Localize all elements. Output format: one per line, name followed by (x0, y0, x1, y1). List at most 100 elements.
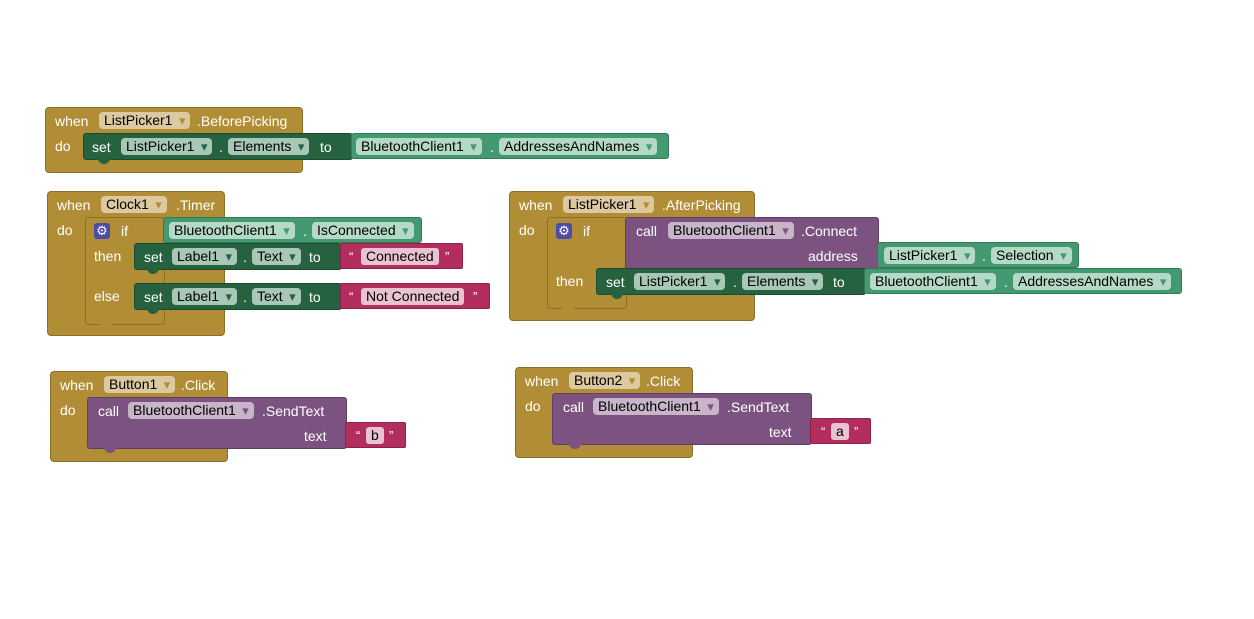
property-dropdown[interactable]: AddressesAndNames (1013, 273, 1172, 290)
set-keyword: set (144, 289, 163, 305)
component-dropdown[interactable]: Label1 (172, 288, 238, 305)
to-keyword: to (309, 289, 321, 305)
text-value[interactable]: Connected (361, 248, 439, 265)
component-getter-block[interactable]: BluetoothClient1 . AddressesAndNames (864, 268, 1182, 294)
component-dropdown[interactable]: BluetoothClient1 (870, 273, 996, 290)
component-dropdown[interactable]: BluetoothClient1 (668, 222, 794, 239)
to-keyword: to (833, 274, 845, 290)
if-then-block[interactable]: ⚙ if then (547, 217, 627, 313)
text-string-block[interactable]: “ b ” (345, 422, 406, 448)
when-keyword: when (525, 373, 559, 389)
component-dropdown[interactable]: ListPicker1 (634, 273, 726, 290)
set-keyword: set (92, 139, 111, 155)
call-keyword: call (98, 403, 120, 419)
dot: . (243, 249, 247, 265)
component-getter-block[interactable]: ListPicker1 . Selection (877, 242, 1079, 268)
text-string-block[interactable]: “ Not Connected ” (340, 283, 490, 309)
call-method-block[interactable]: call BluetoothClient1 .Connect address (625, 217, 879, 269)
property-dropdown[interactable]: Text (252, 248, 301, 265)
call-keyword: call (636, 223, 658, 239)
property-dropdown[interactable]: IsConnected (312, 222, 414, 239)
set-property-block[interactable]: set Label1 . Text to (134, 243, 342, 274)
property-dropdown[interactable]: Elements (228, 138, 310, 155)
component-dropdown[interactable]: BluetoothClient1 (593, 398, 719, 415)
component-dropdown[interactable]: BluetoothClient1 (356, 138, 482, 155)
block-notch (98, 158, 110, 164)
event-name: .AfterPicking (662, 197, 741, 213)
component-dropdown[interactable]: Clock1 (101, 196, 167, 213)
component-dropdown[interactable]: ListPicker1 (563, 196, 655, 213)
when-keyword: when (55, 113, 89, 129)
text-arg-label: text (304, 428, 327, 444)
event-name: .Timer (176, 197, 216, 213)
dot: . (219, 139, 223, 155)
set-property-block[interactable]: set ListPicker1 . Elements to (83, 133, 353, 164)
gear-icon[interactable]: ⚙ (94, 223, 110, 239)
then-keyword: then (556, 273, 584, 289)
if-keyword: if (583, 223, 590, 239)
property-dropdown[interactable]: Elements (742, 273, 824, 290)
gear-icon[interactable]: ⚙ (556, 223, 572, 239)
else-keyword: else (94, 288, 120, 304)
dot: . (303, 223, 307, 239)
set-property-block[interactable]: set Label1 . Text to (134, 283, 342, 314)
call-method-block[interactable]: call BluetoothClient1 .SendText text (552, 393, 812, 449)
component-getter-block[interactable]: BluetoothClient1 . IsConnected (163, 217, 422, 243)
component-dropdown[interactable]: ListPicker1 (99, 112, 191, 129)
block-notch (611, 293, 623, 299)
close-quote: ” (854, 424, 859, 439)
open-quote: “ (349, 289, 354, 304)
dot: . (733, 274, 737, 290)
do-keyword: do (57, 222, 73, 238)
close-quote: ” (445, 249, 450, 264)
text-string-block[interactable]: “ a ” (810, 418, 871, 444)
component-dropdown[interactable]: Label1 (172, 248, 238, 265)
method-name: .SendText (727, 399, 790, 415)
address-label: address (808, 248, 858, 264)
method-name: .Connect (801, 223, 858, 239)
when-keyword: when (57, 197, 91, 213)
event-name: .BeforePicking (197, 113, 288, 129)
dot: . (1004, 274, 1008, 290)
do-keyword: do (519, 222, 535, 238)
if-keyword: if (121, 223, 128, 239)
then-keyword: then (94, 248, 122, 264)
property-dropdown[interactable]: Selection (991, 247, 1072, 264)
block-notch (147, 308, 159, 314)
when-keyword: when (60, 377, 94, 393)
do-keyword: do (525, 398, 541, 414)
text-string-block[interactable]: “ Connected ” (340, 243, 463, 269)
text-value[interactable]: a (831, 423, 849, 440)
method-name: .SendText (262, 403, 325, 419)
event-name: .Click (646, 373, 681, 389)
component-dropdown[interactable]: ListPicker1 (884, 247, 976, 264)
call-keyword: call (563, 399, 585, 415)
set-keyword: set (144, 249, 163, 265)
dot: . (243, 289, 247, 305)
event-name: .Click (181, 377, 216, 393)
set-keyword: set (606, 274, 625, 290)
block-notch (569, 443, 581, 449)
component-dropdown[interactable]: Button2 (569, 372, 641, 389)
property-dropdown[interactable]: AddressesAndNames (499, 138, 658, 155)
block-notch (100, 323, 112, 329)
dot: . (982, 248, 986, 264)
when-keyword: when (519, 197, 553, 213)
property-dropdown[interactable]: Text (252, 288, 301, 305)
component-dropdown[interactable]: BluetoothClient1 (128, 402, 254, 419)
component-dropdown[interactable]: BluetoothClient1 (169, 222, 295, 239)
do-keyword: do (55, 138, 71, 154)
component-getter-block[interactable]: BluetoothClient1 . AddressesAndNames (351, 133, 669, 159)
set-property-block[interactable]: set ListPicker1 . Elements to (596, 268, 866, 299)
text-value[interactable]: Not Connected (361, 288, 465, 305)
component-dropdown[interactable]: Button1 (104, 376, 176, 393)
text-value[interactable]: b (366, 427, 384, 444)
to-keyword: to (309, 249, 321, 265)
block-notch (104, 447, 116, 453)
open-quote: “ (356, 428, 361, 443)
do-keyword: do (60, 402, 76, 418)
call-method-block[interactable]: call BluetoothClient1 .SendText text (87, 397, 347, 453)
to-keyword: to (320, 139, 332, 155)
component-dropdown[interactable]: ListPicker1 (121, 138, 213, 155)
text-arg-label: text (769, 424, 792, 440)
